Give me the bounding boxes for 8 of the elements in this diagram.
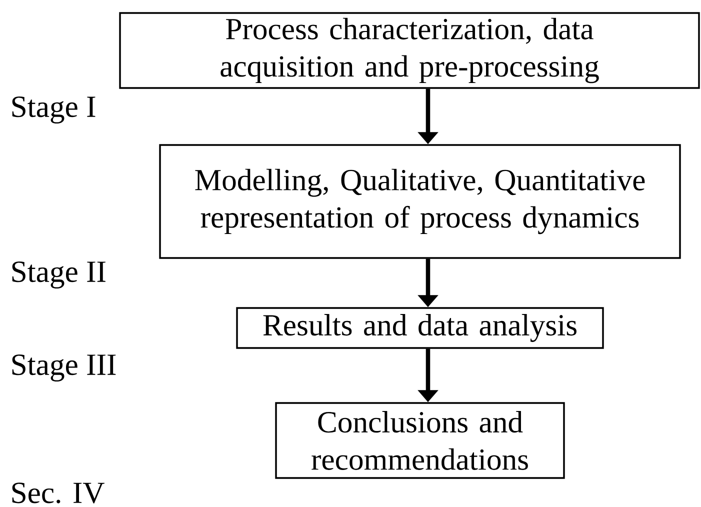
process-box: Conclusions and recommendations: [275, 402, 565, 479]
stage-label: Stage III: [12, 354, 116, 382]
stage-label: Sec. IV: [12, 482, 104, 504]
process-box: Results and data analysis: [236, 307, 604, 349]
stage-label: Stage I: [12, 96, 96, 124]
stage-label: Stage II: [12, 262, 106, 288]
process-box: Modelling, Qualitative, Quantitative representation of process dynamics: [159, 144, 681, 259]
process-box: Process characterization, data acquisition and pre-processing: [119, 12, 700, 89]
